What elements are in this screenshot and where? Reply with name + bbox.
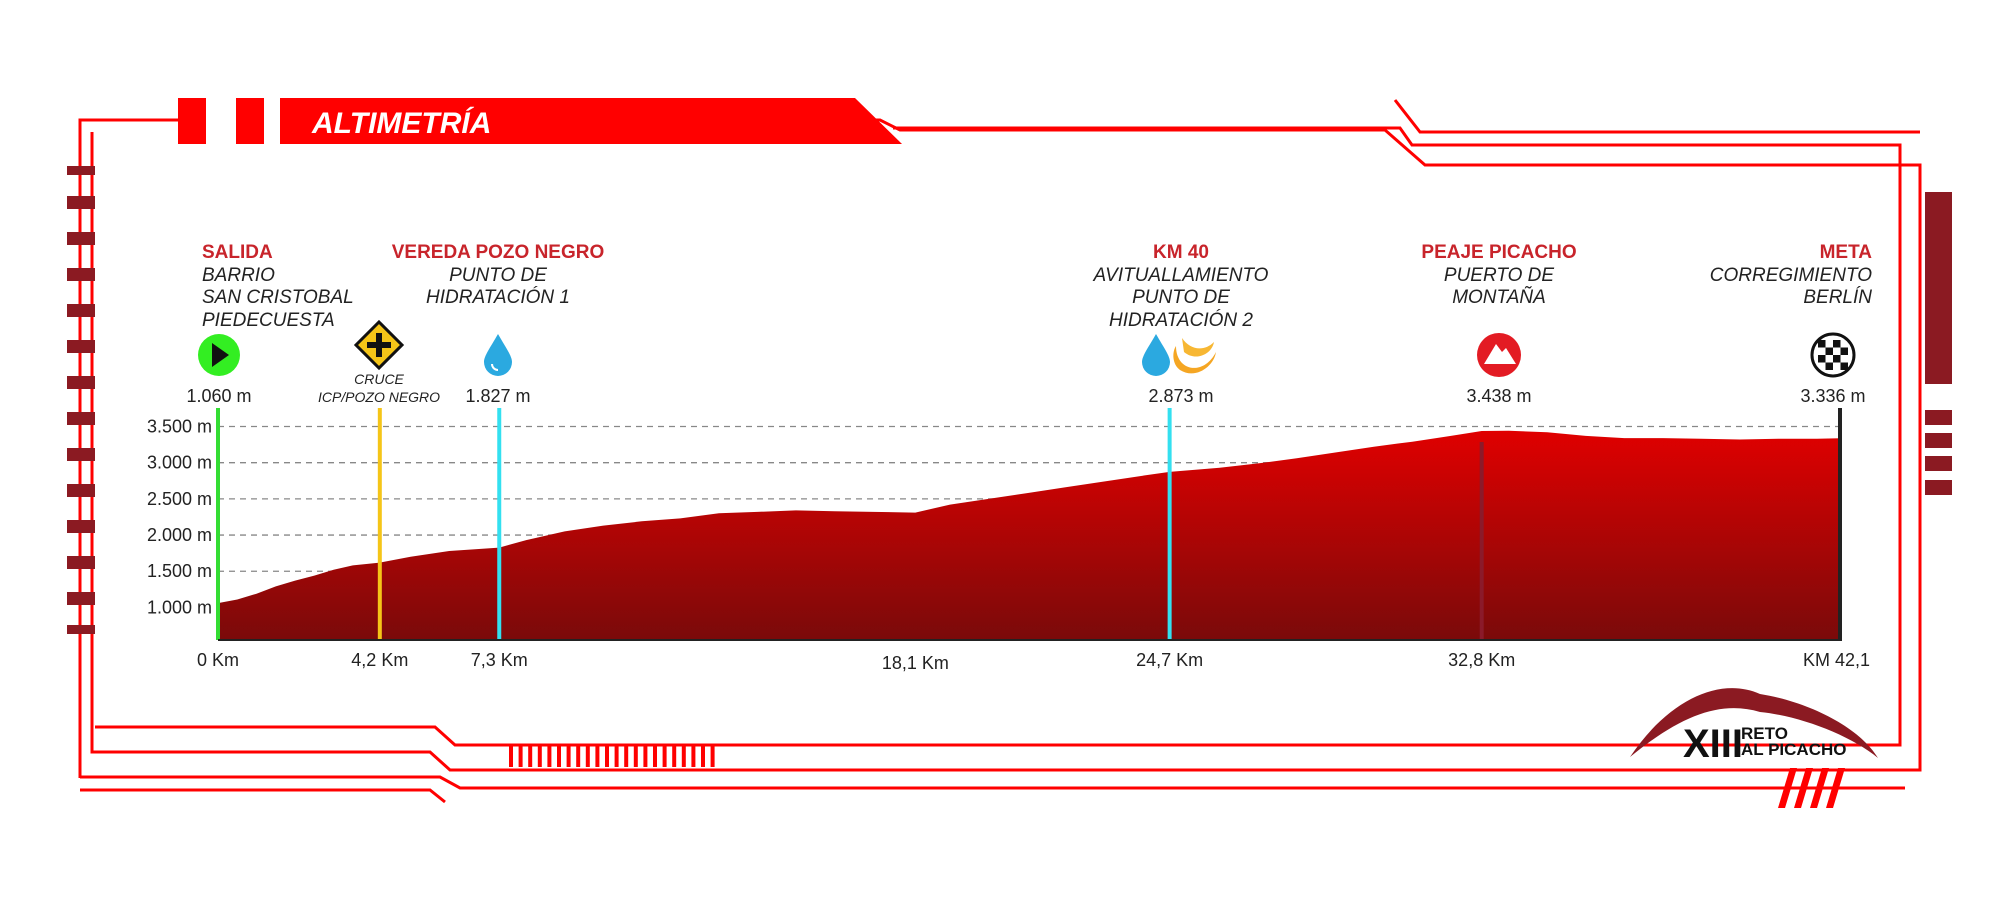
waypoint-title: KM 40 (1153, 242, 1209, 263)
y-tick-label: 3.000 m (147, 453, 212, 473)
start-play-icon (198, 334, 240, 376)
decorative-frame (78, 99, 1922, 804)
tick-mark (624, 744, 629, 767)
waypoint-markers (216, 408, 1842, 640)
waypoint-elevation: 3.438 m (1466, 386, 1531, 406)
tick-mark (643, 744, 648, 767)
logo-numeral: XIII (1683, 722, 1743, 766)
elevation-area (218, 430, 1840, 640)
right-bars (1925, 192, 1952, 495)
header-banner: ALTIMETRÍA (178, 98, 902, 144)
waypoint-line: PUNTO DE (449, 265, 547, 286)
waypoint-elevation: 3.336 m (1800, 386, 1865, 406)
tick-mark (585, 744, 590, 767)
waypoint-line: PIEDECUESTA (202, 310, 335, 331)
checker-square (1833, 355, 1841, 363)
waypoint-line: CORREGIMIENTO (1710, 265, 1872, 286)
tick-mark (605, 744, 609, 767)
tick-mark (595, 744, 600, 767)
checker-square (1840, 362, 1848, 370)
x-tick-label: 18,1 Km (882, 653, 949, 673)
tick-mark (691, 744, 696, 767)
tick-mark (576, 744, 581, 767)
waypoint-line: AVITUALLAMIENTO (1093, 265, 1269, 286)
waypoint-title: PEAJE PICACHO (1421, 242, 1576, 263)
y-tick-label: 1.000 m (147, 597, 212, 617)
elevation-chart: 1.000 m 1.500 m 2.000 m 2.500 m 3.000 m 3.500… (147, 408, 1870, 673)
left-stripes (67, 166, 95, 634)
tick-mark (537, 744, 542, 767)
crossroad-sign-icon (353, 319, 405, 371)
logo-line2: AL PICACHO (1741, 740, 1846, 759)
mountain-icon (1477, 333, 1521, 377)
checker-square (1825, 362, 1833, 370)
reto-logo: XIII RETO AL PICACHO (1630, 688, 1878, 766)
tick-mark (518, 744, 523, 767)
waypoint-cruce: CRUCE ICP/POZO NEGRO (318, 319, 440, 405)
tick-mark (681, 744, 686, 767)
x-tick-label: KM 42,1 (1803, 650, 1870, 670)
waypoint-title: VEREDA POZO NEGRO (392, 242, 605, 263)
waypoint-line: BARRIO (202, 265, 275, 286)
waypoint-line: ICP/POZO NEGRO (318, 389, 440, 405)
waypoint-meta: META CORREGIMIENTO BERLÍN 3.336 m (1710, 242, 1872, 406)
tick-mark (614, 744, 619, 767)
waypoint-km40: KM 40 AVITUALLAMIENTO PUNTO DE HIDRATACI… (1093, 242, 1269, 406)
x-tick-label: 32,8 Km (1448, 650, 1515, 670)
waypoint-line: CRUCE (354, 371, 404, 387)
tick-mark (672, 744, 677, 767)
waypoint-title: META (1820, 242, 1873, 263)
tick-mark (547, 744, 552, 767)
x-tick-label: 24,7 Km (1136, 650, 1203, 670)
tick-mark (633, 744, 638, 767)
waypoint-line: MONTAÑA (1452, 286, 1546, 308)
waypoint-salida: SALIDA BARRIO SAN CRISTOBAL PIEDECUESTA … (186, 242, 353, 406)
tick-mark (528, 744, 533, 767)
waypoint-line: PUERTO DE (1444, 265, 1554, 286)
y-tick-label: 2.000 m (147, 525, 212, 545)
logo-line1: RETO (1741, 724, 1788, 743)
x-axis-ticks: 0 Km 4,2 Km 7,3 Km 24,7 Km 32,8 Km KM 42,1 18,… (197, 650, 1870, 673)
tick-mark (653, 744, 657, 767)
waypoint-line: HIDRATACIÓN 2 (1109, 309, 1253, 331)
page-title: ALTIMETRÍA (311, 106, 491, 140)
bottom-ticks (509, 744, 715, 767)
y-tick-label: 3.500 m (147, 416, 212, 436)
tick-mark (509, 744, 513, 767)
water-drop-icon (484, 334, 512, 376)
water-banana-icon (1142, 334, 1216, 376)
waypoint-line: SAN CRISTOBAL (202, 287, 354, 308)
checker-square (1818, 340, 1826, 348)
checker-square (1840, 347, 1848, 355)
tick-mark (701, 744, 705, 767)
waypoint-peaje-picacho: PEAJE PICACHO PUERTO DE MONTAÑA 3.438 m (1421, 242, 1576, 406)
tick-mark (566, 744, 571, 767)
waypoint-pozo-negro: VEREDA POZO NEGRO PUNTO DE HIDRATACIÓN 1… (392, 242, 605, 406)
tick-mark (557, 744, 561, 767)
tick-mark (662, 744, 667, 767)
x-tick-label: 4,2 Km (351, 650, 408, 670)
waypoint-line: HIDRATACIÓN 1 (426, 286, 570, 308)
checkered-flag-icon (1810, 332, 1856, 378)
x-tick-label: 7,3 Km (471, 650, 528, 670)
slash-marks (1778, 768, 1845, 808)
waypoint-elevation: 1.060 m (186, 386, 251, 406)
y-tick-label: 2.500 m (147, 489, 212, 509)
waypoint-line: BERLÍN (1803, 287, 1872, 308)
waypoint-title: SALIDA (202, 242, 273, 263)
waypoint-elevation: 2.873 m (1148, 386, 1213, 406)
x-tick-label: 0 Km (197, 650, 239, 670)
waypoint-line: PUNTO DE (1132, 287, 1230, 308)
y-axis-ticks: 1.000 m 1.500 m 2.000 m 2.500 m 3.000 m 3.500… (147, 416, 212, 617)
checker-square (1818, 355, 1826, 363)
y-tick-label: 1.500 m (147, 561, 212, 581)
tick-mark (710, 744, 715, 767)
checker-square (1833, 340, 1841, 348)
checker-square (1825, 347, 1833, 355)
waypoint-elevation: 1.827 m (465, 386, 530, 406)
